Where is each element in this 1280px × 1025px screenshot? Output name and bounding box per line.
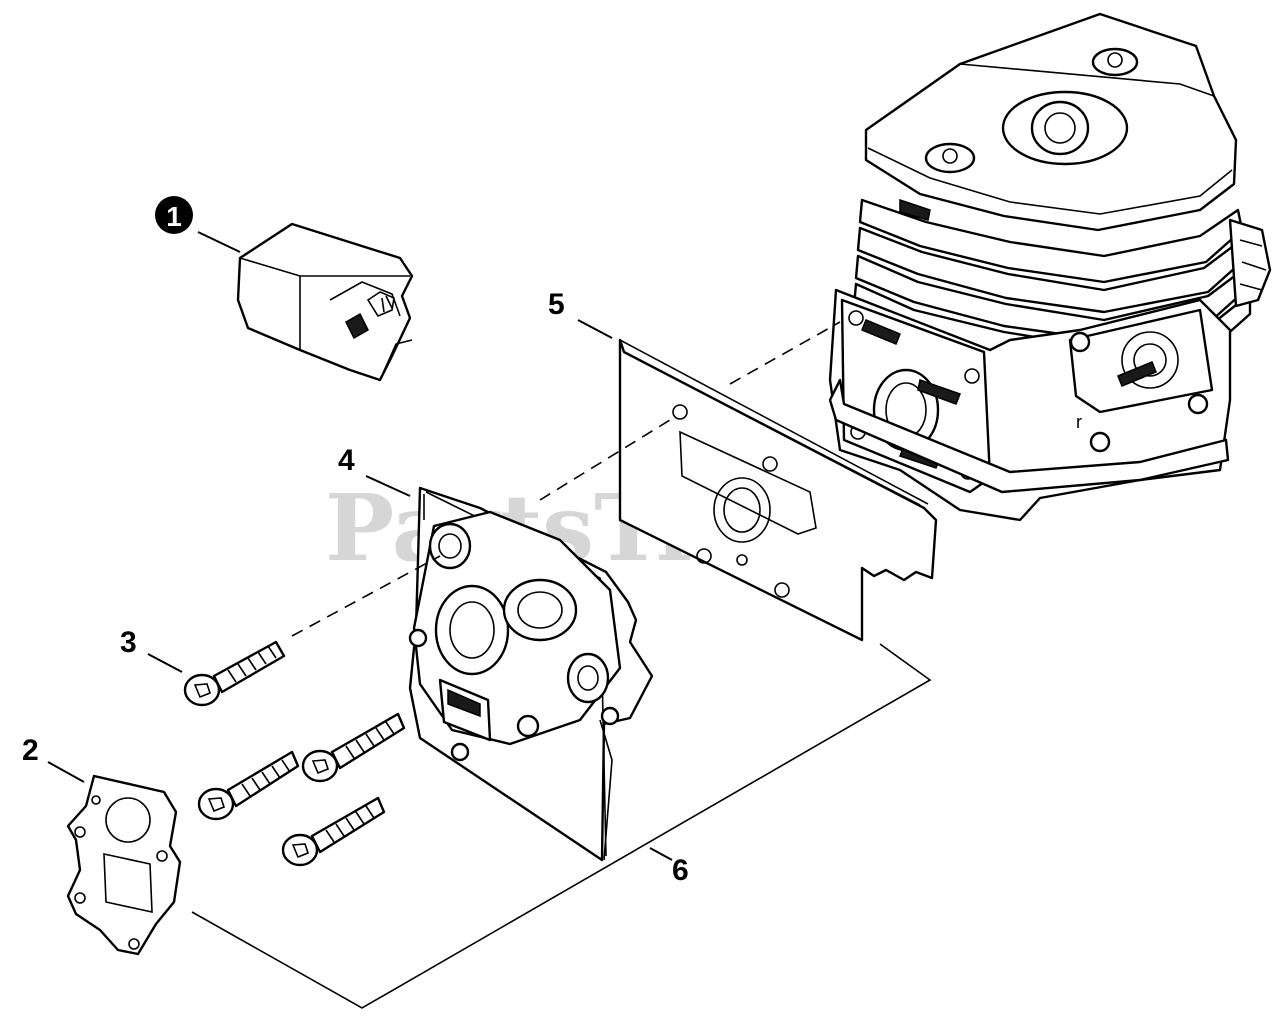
callout-5: 5 [548,288,613,339]
part-3-bolt-b [197,750,300,821]
callout-6: 6 [649,847,689,887]
part-5-gasket [618,338,938,642]
callout-2: 2 [22,734,85,783]
alignment-line-1 [291,555,441,637]
assembly-bracket [191,643,932,1009]
part-3-bolt-c [301,712,406,783]
part-4-intake-manifold [408,486,654,862]
callout-4-label: 4 [338,444,355,477]
callout-3: 3 [120,626,183,673]
callout-3-label: 3 [120,626,137,659]
callout-6-label: 6 [672,854,689,887]
engine-cylinder: r [828,12,1272,522]
casting-mark: r [1076,412,1082,432]
part-2-small-gasket [66,774,182,956]
callout-4: 4 [338,444,411,497]
part-1-cover [236,222,414,382]
part-3-bolt-d [281,796,386,867]
callout-1: 1 [155,196,241,253]
alignment-line-2 [539,419,671,501]
callout-2-label: 2 [22,734,39,767]
callout-1-label: 1 [166,201,182,232]
alignment-line-3 [729,321,841,385]
callout-5-label: 5 [548,288,565,321]
part-3-bolt-a [183,640,286,707]
